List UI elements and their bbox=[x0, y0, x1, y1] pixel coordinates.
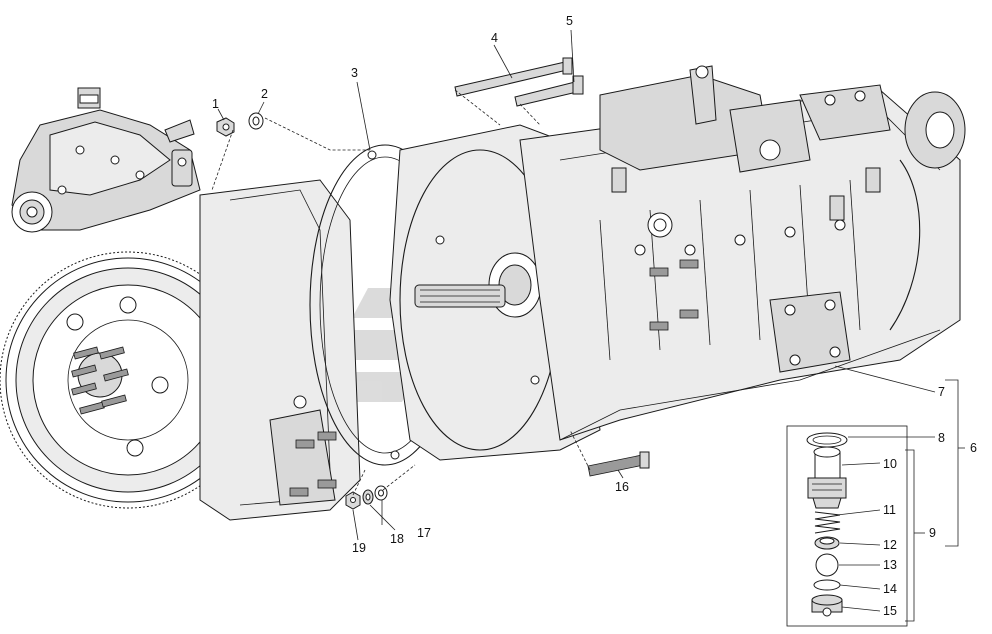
part-18-lock-washer bbox=[362, 489, 374, 505]
part-12-cup bbox=[814, 536, 840, 550]
callout-14: 14 bbox=[883, 582, 897, 596]
callout-17: 17 bbox=[417, 526, 431, 540]
part-1-nut bbox=[216, 117, 235, 137]
part-15-plug bbox=[811, 594, 843, 617]
callout-11: 11 bbox=[883, 503, 896, 517]
flywheel-ring-gear bbox=[0, 251, 257, 509]
callout-2: 2 bbox=[261, 87, 268, 101]
part-13-ball bbox=[815, 553, 839, 577]
part-16-bolt bbox=[587, 451, 650, 477]
gearbox-main-case bbox=[519, 65, 966, 441]
callout-6: 6 bbox=[970, 441, 977, 455]
valve-exploded-view bbox=[786, 425, 908, 627]
flywheel-bolts bbox=[71, 346, 129, 415]
part-4-long-bolt bbox=[454, 57, 573, 97]
callout-9: 9 bbox=[929, 526, 936, 540]
callout-13: 13 bbox=[883, 558, 897, 572]
callout-4: 4 bbox=[491, 31, 498, 45]
callout-12: 12 bbox=[883, 538, 897, 552]
part-2-washer bbox=[248, 112, 264, 130]
callout-8: 8 bbox=[938, 431, 945, 445]
callout-16: 16 bbox=[615, 480, 629, 494]
callout-18: 18 bbox=[390, 532, 404, 546]
callout-15: 15 bbox=[883, 604, 897, 618]
clutch-housing bbox=[199, 179, 361, 521]
callout-1: 1 bbox=[212, 97, 219, 111]
callout-19: 19 bbox=[352, 541, 366, 555]
part-11-spring bbox=[814, 511, 841, 534]
leader-lines bbox=[211, 29, 965, 622]
callout-7: 7 bbox=[938, 385, 945, 399]
callout-5: 5 bbox=[566, 14, 573, 28]
callout-10: 10 bbox=[883, 457, 897, 471]
part-10-valve-body bbox=[807, 446, 847, 509]
callout-3: 3 bbox=[351, 66, 358, 80]
pto-pump-assembly bbox=[11, 87, 201, 233]
part-14-seal-ring bbox=[813, 579, 841, 591]
callout-labels: 1 2 3 4 5 6 7 8 9 10 11 12 13 14 15 16 1… bbox=[212, 14, 977, 618]
part-5-bolt bbox=[514, 75, 584, 107]
part-19-nut bbox=[345, 491, 361, 510]
